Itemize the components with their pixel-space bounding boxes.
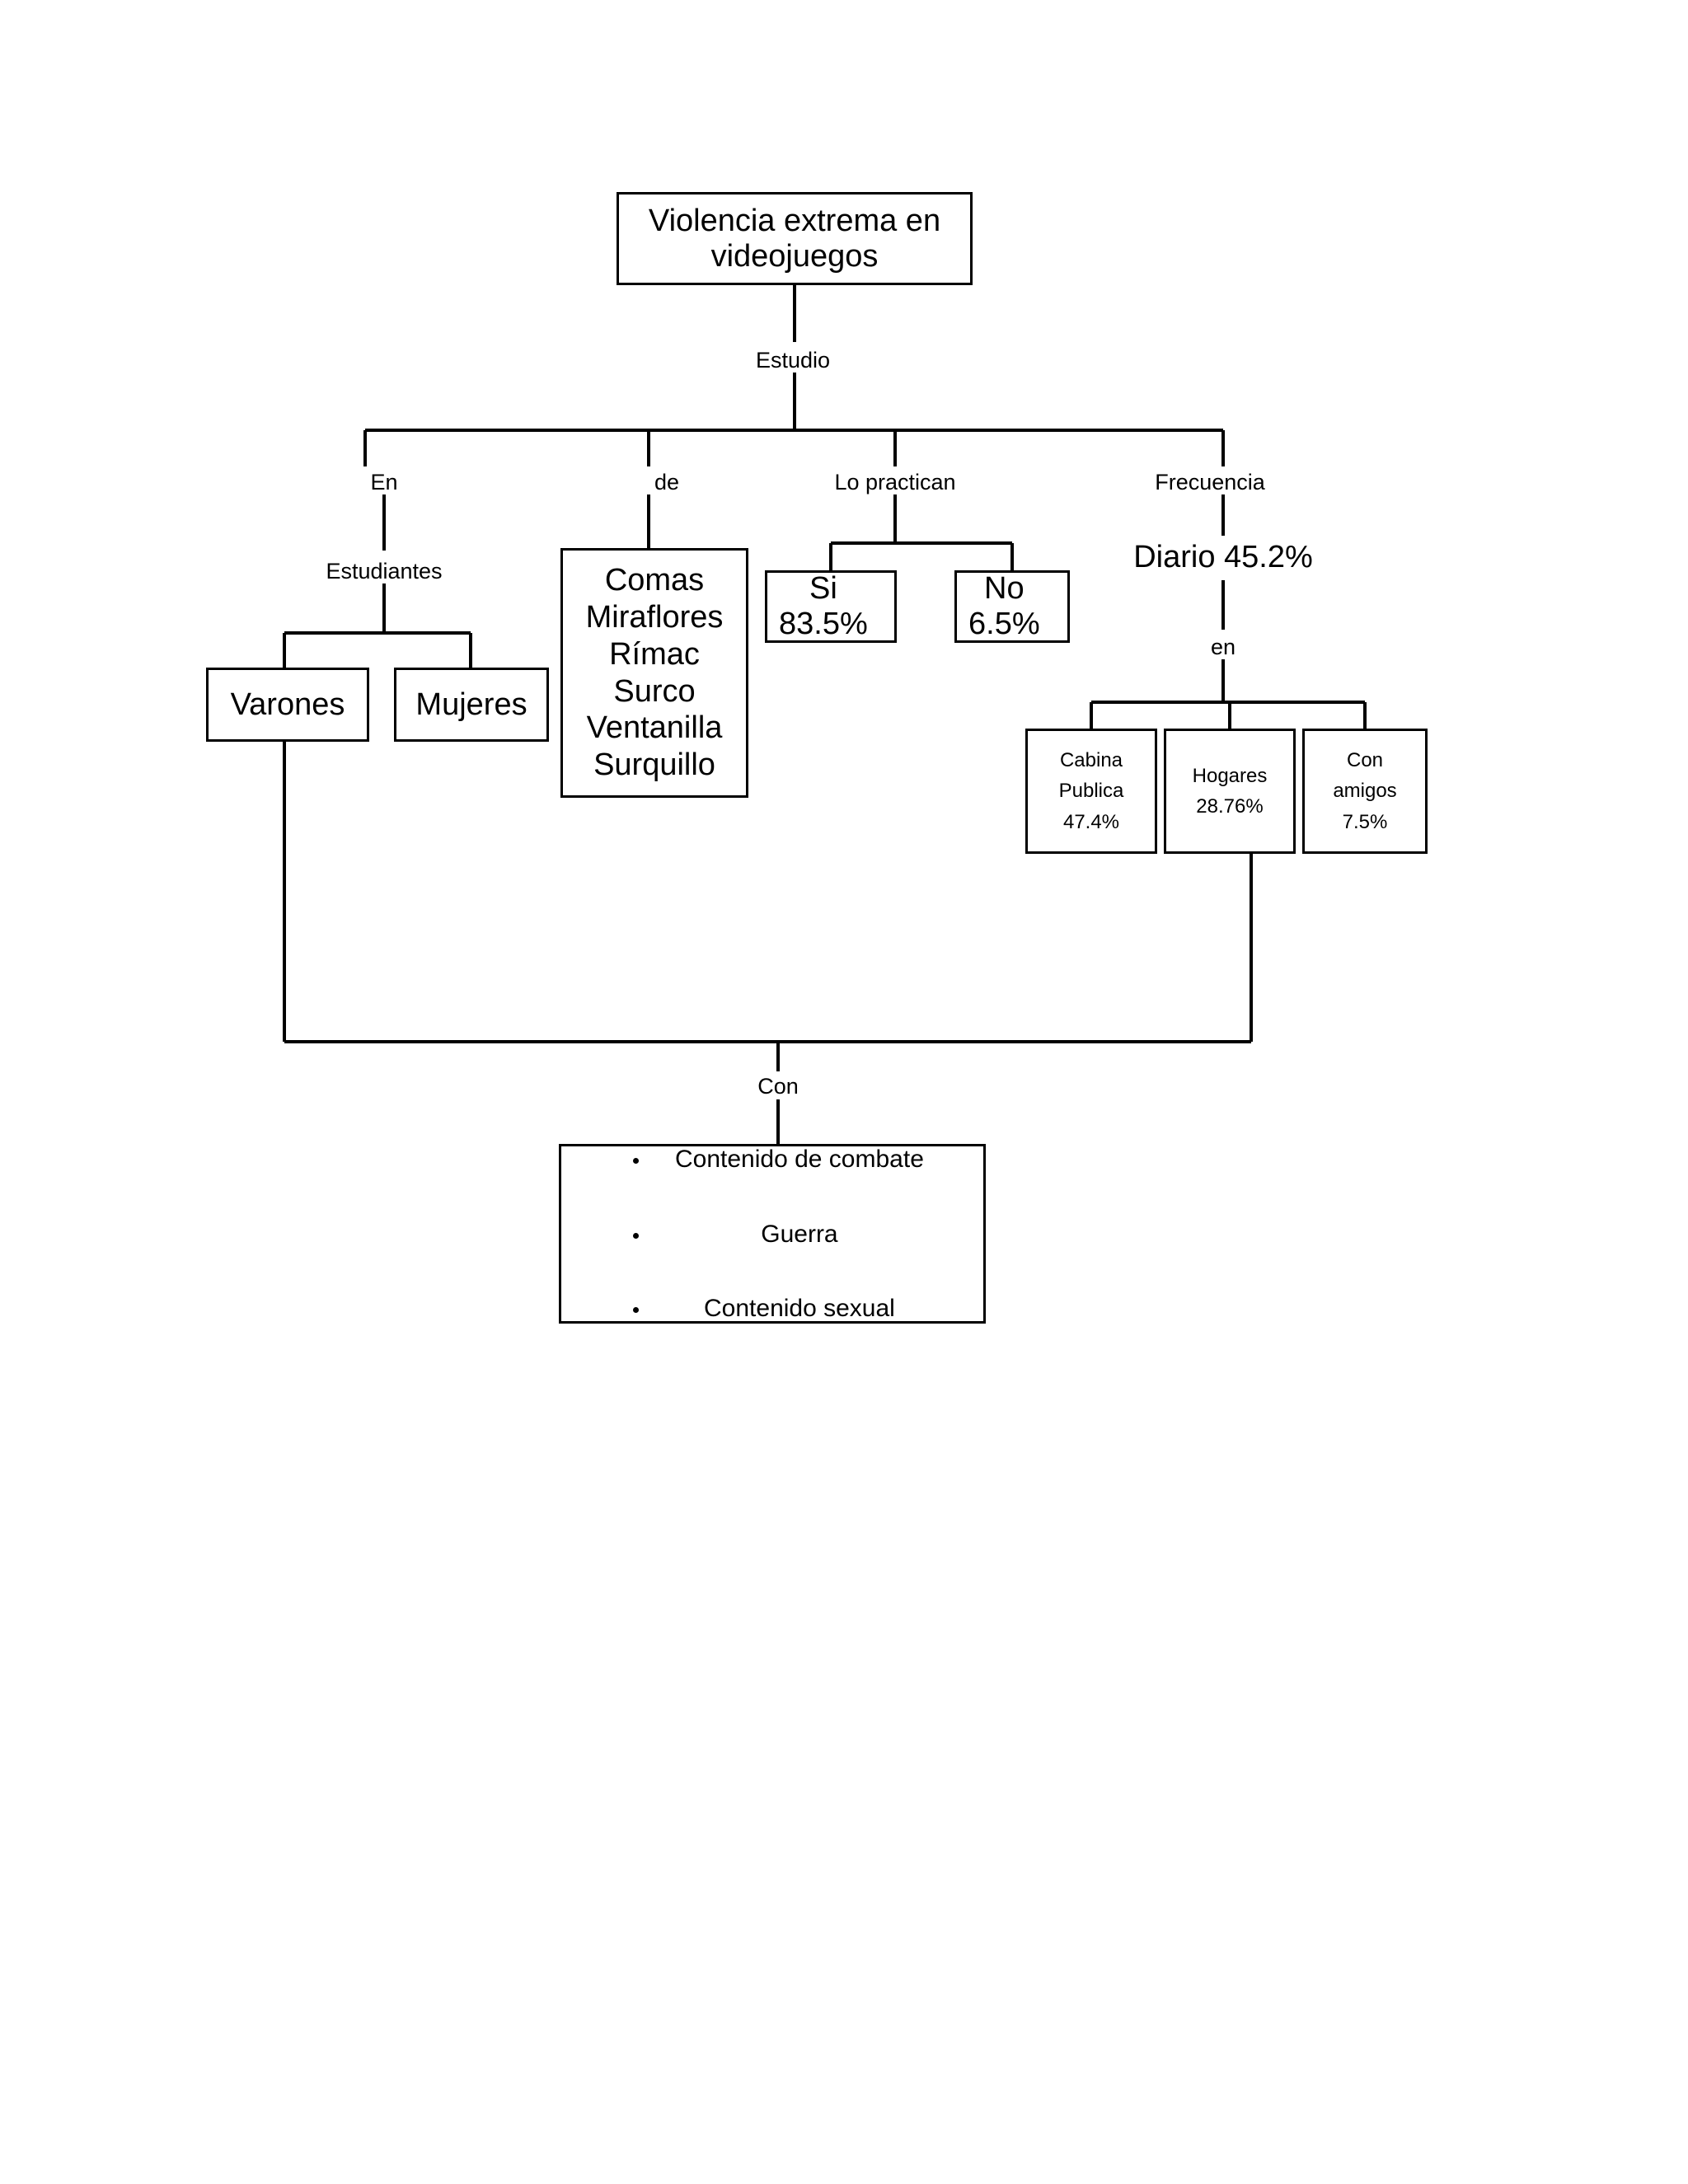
edge-label-de: de: [654, 470, 680, 494]
list-item: Guerra: [650, 1221, 924, 1248]
node-no-6-5: No 6.5%: [954, 570, 1070, 643]
node-diario-frecuencia: Diario 45.2%: [1133, 540, 1313, 574]
node-distritos-lista: Comas Miraflores Rímac Surco Ventanilla …: [560, 548, 748, 798]
edge-label-estudio: Estudio: [755, 348, 831, 373]
edge-label-en-lugares: en: [1210, 635, 1236, 659]
edge-label-frecuencia: Frecuencia: [1155, 470, 1265, 494]
node-title-violencia-extrema: Violencia extrema en videojuegos: [617, 192, 973, 285]
node-si-83-5: Si 83.5%: [765, 570, 897, 643]
contenidos-bullet-list: Contenido de combate Guerra Contenido se…: [561, 1118, 924, 1349]
edge-label-con: Con: [757, 1074, 799, 1099]
edge-label-en: En: [370, 470, 398, 494]
node-varones: Varones: [206, 668, 369, 742]
list-item: Contenido de combate: [650, 1146, 924, 1173]
edge-label-estudiantes: Estudiantes: [326, 559, 443, 583]
list-item: Contenido sexual: [650, 1295, 924, 1322]
node-contenidos-lista: Contenido de combate Guerra Contenido se…: [559, 1144, 986, 1324]
edge-label-lo-practican: Lo practican: [834, 470, 956, 494]
node-con-amigos: Con amigos 7.5%: [1302, 729, 1428, 854]
node-mujeres: Mujeres: [394, 668, 549, 742]
node-cabina-publica: Cabina Publica 47.4%: [1025, 729, 1157, 854]
node-hogares: Hogares 28.76%: [1164, 729, 1296, 854]
